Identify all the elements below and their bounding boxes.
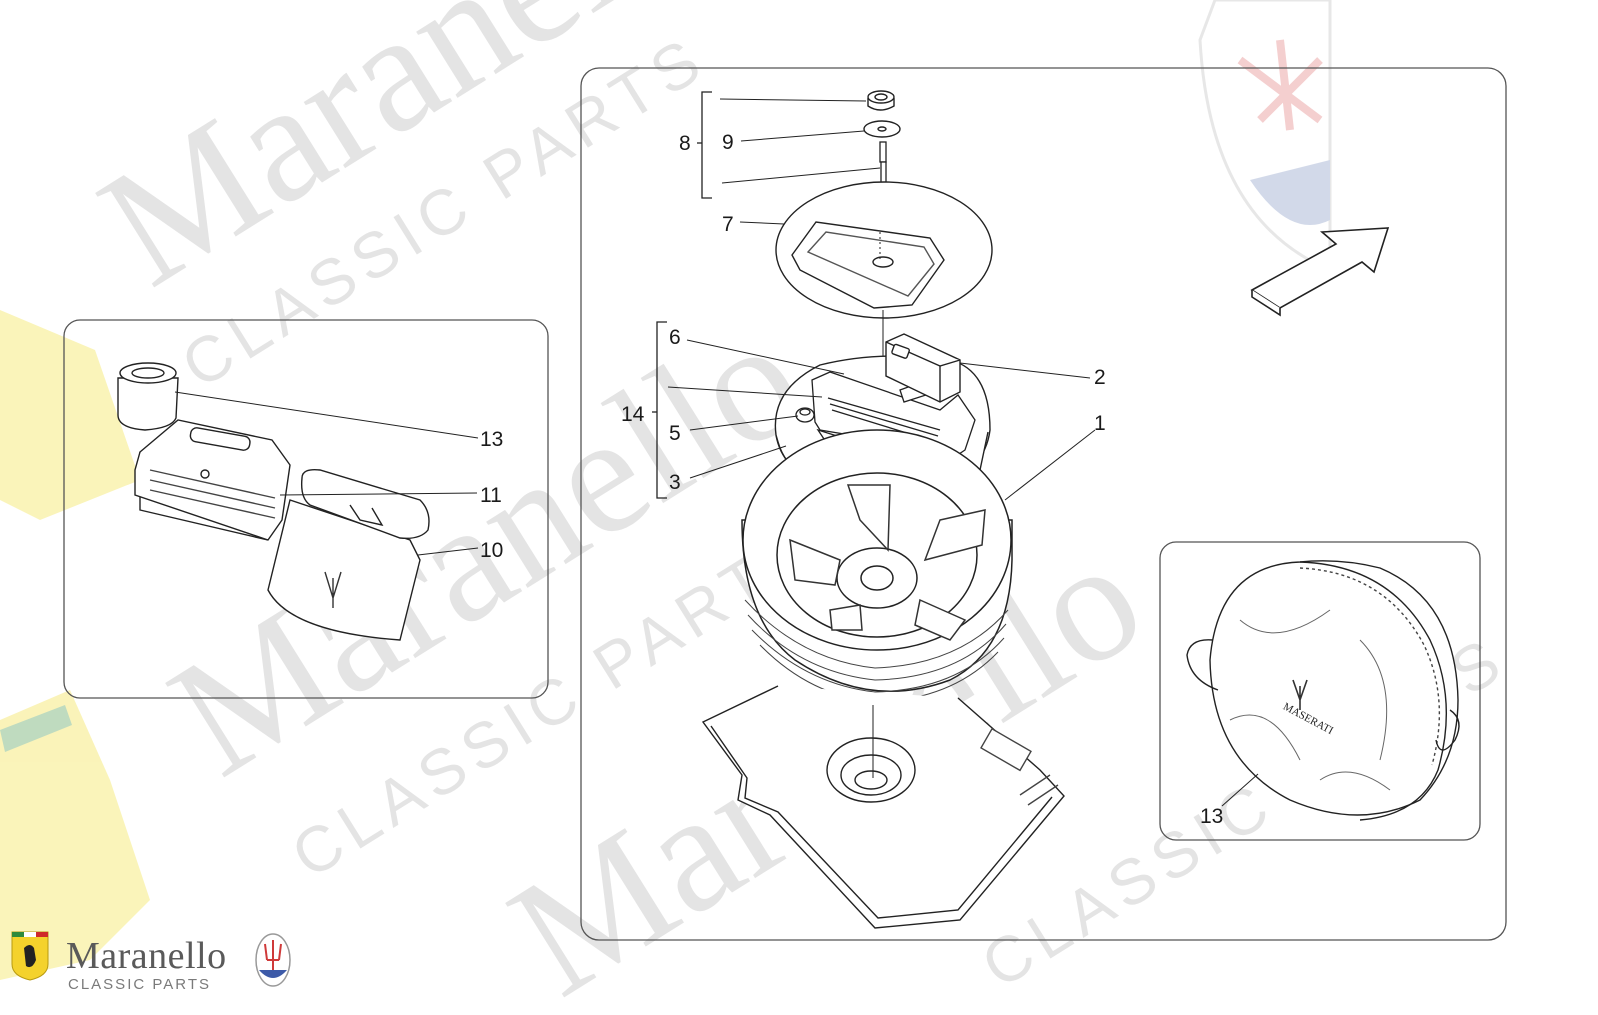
wheel-bag-part: [1186, 560, 1460, 821]
callout-6: 6: [669, 326, 681, 349]
washer-part: [863, 120, 901, 138]
boot-floor-part: [701, 685, 1065, 929]
spare-wheel-cover-part: [775, 181, 993, 319]
callout-10: 10: [480, 539, 503, 562]
canister-part: [117, 362, 179, 431]
callout-14: 14: [621, 403, 645, 426]
main-callout-lines-mid: [667, 339, 1096, 501]
callout-2: 2: [1094, 366, 1106, 389]
ferrari-shield-watermark: [0, 310, 150, 980]
compressor-kit-part: [134, 419, 291, 541]
spare-wheel-part: [741, 429, 1013, 703]
callout-7: 7: [722, 213, 734, 236]
maserati-emblem-watermark: [1198, 0, 1332, 273]
left-callout-lines: [174, 391, 479, 556]
callout-9: 9: [722, 131, 734, 154]
left-detail-panel: [63, 319, 549, 699]
callout-5: 5: [669, 422, 681, 445]
callout-1: 1: [1094, 412, 1106, 435]
right-detail-panel: [1159, 541, 1481, 841]
orientation-arrow-icon: [1250, 227, 1390, 317]
main-diagram-panel: [580, 67, 1507, 941]
brand-subtitle: CLASSIC PARTS: [68, 976, 211, 993]
kit-pouch-part: [267, 468, 430, 641]
ferrari-shield-icon: [11, 931, 49, 981]
callout-8: 8: [679, 132, 691, 155]
wheel-nut-part: [867, 90, 895, 111]
bracket-14: [656, 321, 667, 499]
bracket-8: [701, 91, 712, 199]
brand-name: Maranello: [66, 935, 227, 977]
right-callout-line: [1221, 773, 1259, 807]
tow-eye-part: [795, 407, 815, 423]
maserati-emblem-icon: [255, 933, 291, 987]
callout-13-left: 13: [480, 428, 503, 451]
brand-footer: Maranello CLASSIC PARTS: [10, 930, 310, 1005]
callout-13-right: 13: [1200, 805, 1223, 828]
callout-3: 3: [669, 471, 681, 494]
callout-11: 11: [480, 484, 502, 507]
compressor-part: [885, 333, 961, 403]
